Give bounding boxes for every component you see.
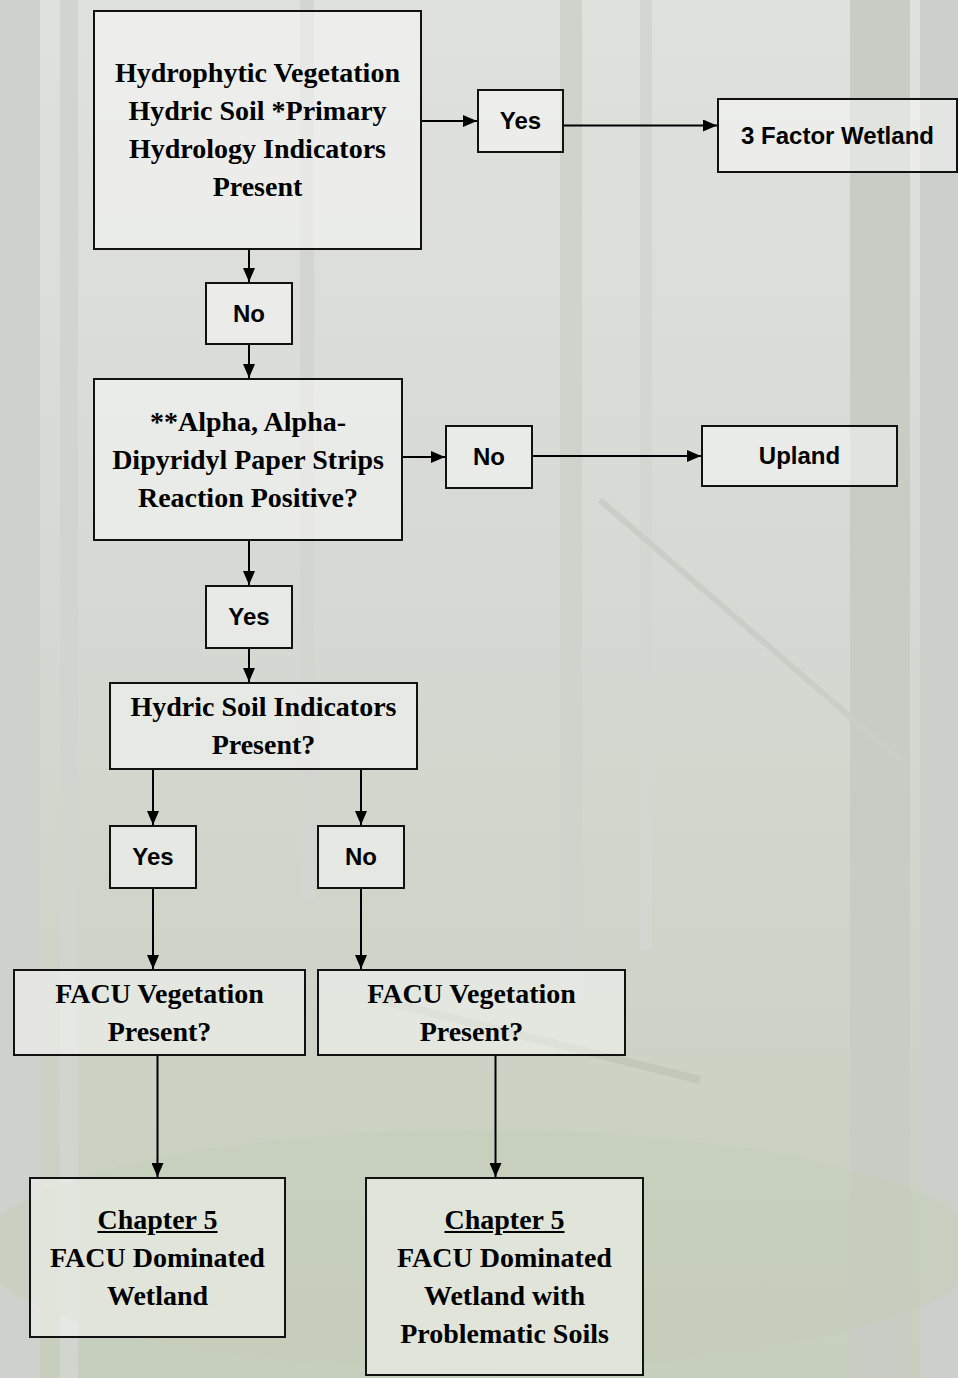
- box-text: Upland: [759, 441, 840, 471]
- box-text: No: [473, 442, 505, 472]
- flow-arrow: [495, 1056, 497, 1177]
- answer-box: No: [445, 425, 533, 489]
- result-box: Chapter 5FACU Dominated Wetland: [29, 1177, 286, 1338]
- chapter-heading: Chapter 5: [97, 1201, 217, 1239]
- answer-box: Yes: [205, 585, 293, 649]
- flow-arrow: [360, 889, 362, 969]
- flow-arrow: [248, 345, 250, 378]
- answer-box: Yes: [477, 89, 564, 153]
- result-box: Chapter 5FACU Dominated Wetland with Pro…: [365, 1177, 644, 1376]
- decision-box: Hydric Soil Indicators Present?: [109, 682, 418, 770]
- flow-arrow: [533, 455, 701, 457]
- flow-arrow: [248, 541, 250, 585]
- flow-arrow: [152, 770, 154, 825]
- flow-arrow: [422, 120, 477, 122]
- flow-arrow: [360, 770, 362, 825]
- box-text: Yes: [132, 842, 173, 872]
- box-text: Yes: [500, 106, 541, 136]
- result-box: 3 Factor Wetland: [717, 98, 958, 173]
- flow-arrow: [248, 649, 250, 682]
- chapter-heading: Chapter 5: [444, 1201, 564, 1239]
- box-text: FACU Dominated Wetland: [41, 1239, 274, 1315]
- result-box: Upland: [701, 425, 898, 487]
- box-text: FACU Dominated Wetland with Problematic …: [377, 1239, 632, 1353]
- flow-arrow: [403, 456, 445, 458]
- box-text: 3 Factor Wetland: [741, 121, 934, 151]
- flow-arrow: [152, 889, 154, 969]
- test-box: **Alpha, Alpha-Dipyridyl Paper Strips Re…: [93, 378, 403, 541]
- condition-box: Hydrophytic Vegetation Hydric Soil *Prim…: [93, 10, 422, 250]
- box-text: No: [345, 842, 377, 872]
- flow-arrow: [248, 250, 250, 282]
- flow-arrow: [564, 125, 717, 127]
- answer-box: No: [317, 825, 405, 889]
- box-text: **Alpha, Alpha-Dipyridyl Paper Strips Re…: [105, 403, 391, 517]
- answer-box: No: [205, 282, 293, 345]
- box-text: Yes: [228, 602, 269, 632]
- box-text: Hydric Soil Indicators Present?: [121, 688, 406, 764]
- box-text: FACU Vegetation Present?: [329, 975, 614, 1051]
- flow-arrow: [157, 1056, 159, 1177]
- box-text: Hydrophytic Vegetation Hydric Soil *Prim…: [105, 54, 410, 206]
- decision-box: FACU Vegetation Present?: [317, 969, 626, 1056]
- answer-box: Yes: [109, 825, 197, 889]
- box-text: No: [233, 299, 265, 329]
- decision-box: FACU Vegetation Present?: [13, 969, 306, 1056]
- box-text: FACU Vegetation Present?: [25, 975, 294, 1051]
